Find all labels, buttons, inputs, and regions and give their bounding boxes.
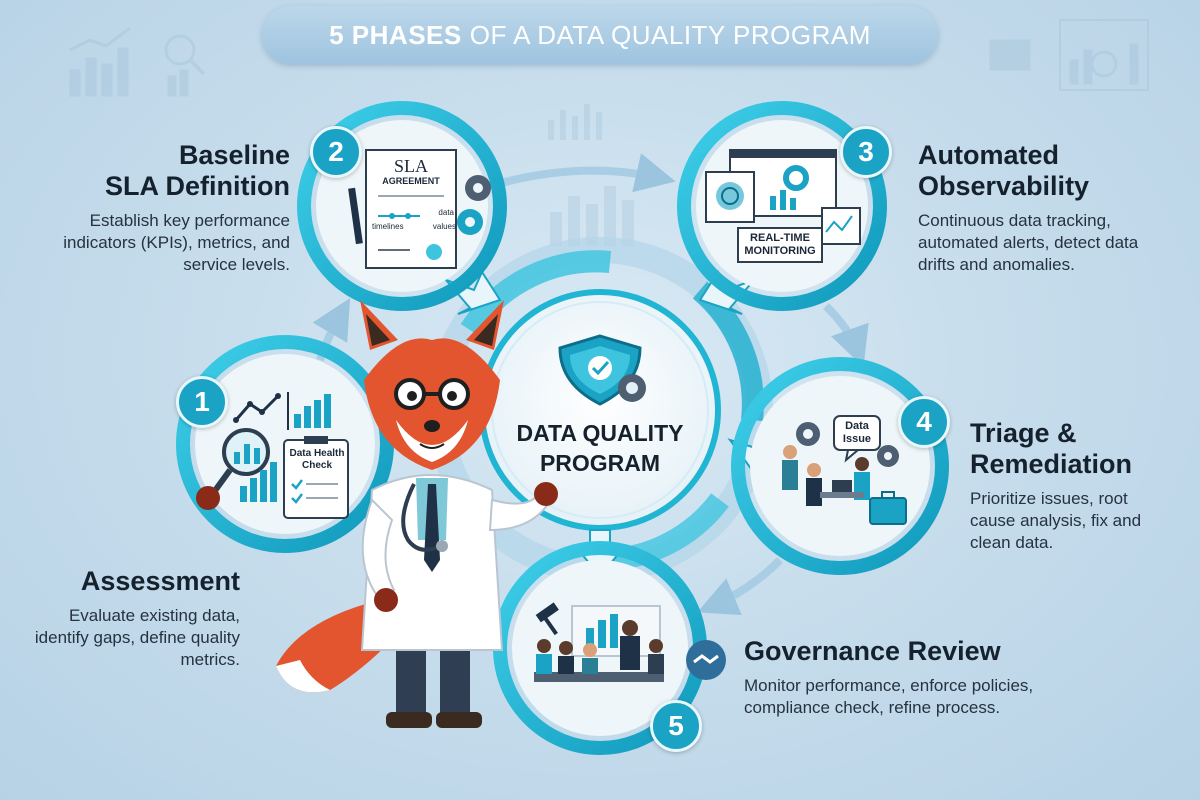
monitor-icon [705, 149, 861, 263]
phase-3-title-line2: Observability [918, 171, 1090, 201]
phase-5-number: 5 [650, 700, 702, 752]
title-bold: 5 PHASES [329, 19, 462, 50]
meeting-icon [534, 605, 664, 682]
phase-2-text: Baseline SLA Definition Establish key pe… [40, 140, 290, 276]
magnifier-icon [211, 428, 270, 494]
center-label-line2: PROGRAM [539, 450, 661, 476]
phase-4-description: Prioritize issues, root cause analysis, … [970, 489, 1142, 552]
phase-5-title: Governance Review [744, 636, 1001, 666]
bg-chart-icon [69, 26, 206, 97]
phase-5-text: Governance Review Monitor performance, e… [744, 636, 1034, 719]
phase-2-title-line2: SLA Definition [105, 171, 290, 201]
speech-bubble-icon [833, 415, 881, 463]
phase-4-title-line2: Remediation [970, 449, 1133, 479]
phase-3-text: Automated Observability Continuous data … [918, 140, 1168, 276]
sla-term-values: values [432, 222, 456, 231]
gear-icon [796, 422, 899, 467]
title-rest: OF A DATA QUALITY PROGRAM [469, 19, 871, 50]
bar-chart-icon [240, 392, 331, 502]
handshake-icon [686, 640, 726, 680]
arrow-2-to-3 [488, 153, 676, 193]
arrow-4-to-5 [697, 557, 783, 616]
phase-5-description: Monitor performance, enforce policies, c… [744, 676, 1034, 717]
sla-label: SLA [393, 156, 428, 176]
center-label-line1: DATA QUALITY [516, 420, 684, 446]
phase-4-title-line1: Triage & [970, 418, 1077, 448]
phase-3-title-line1: Automated [918, 140, 1059, 170]
phase-2-description: Establish key performance indicators (KP… [63, 211, 290, 274]
line-chart-icon [233, 393, 281, 423]
page-title: 5 PHASES OF A DATA QUALITY PROGRAM [262, 6, 938, 64]
sla-document-icon [365, 149, 457, 269]
phase-4-circle [731, 357, 949, 575]
pen-icon [348, 187, 363, 245]
data-issue-label: Data Issue [842, 420, 872, 445]
bg-chart-icon [989, 19, 1149, 91]
phase-3-number: 3 [840, 126, 892, 178]
phase-1-text: Assessment Evaluate existing data, ident… [30, 566, 240, 671]
phase-4-number: 4 [898, 396, 950, 448]
arrow-3-to-4 [823, 303, 869, 368]
sla-term-timelines: timelines [372, 222, 404, 231]
bg-bars-icon [548, 104, 634, 246]
phase-2-title-line1: Baseline [178, 140, 290, 170]
data-health-check-label: Data Health Check [289, 448, 345, 471]
gear-icon [457, 175, 491, 235]
gear-icon [618, 374, 646, 402]
phase-4-text: Triage & Remediation Prioritize issues, … [970, 418, 1170, 554]
phase-2-number: 2 [310, 126, 362, 178]
fox-hand-icon [196, 486, 220, 510]
team-working-icon [782, 445, 907, 525]
fox-doctor-mascot [276, 300, 558, 728]
realtime-monitoring-label: REAL-TIME MONITORING [744, 232, 816, 257]
phase-1-number: 1 [176, 376, 228, 428]
clipboard-icon [283, 436, 349, 519]
gavel-icon [535, 602, 559, 636]
phase-1-description: Evaluate existing data, identify gaps, d… [34, 606, 240, 669]
phase-3-description: Continuous data tracking, automated aler… [918, 211, 1139, 274]
sla-agreement-label: AGREEMENT [382, 176, 440, 186]
radar-icon [721, 187, 739, 205]
sla-term-data: data [438, 208, 454, 217]
center-label: DATA QUALITY PROGRAM [490, 418, 710, 478]
phase-1-title: Assessment [80, 566, 240, 596]
